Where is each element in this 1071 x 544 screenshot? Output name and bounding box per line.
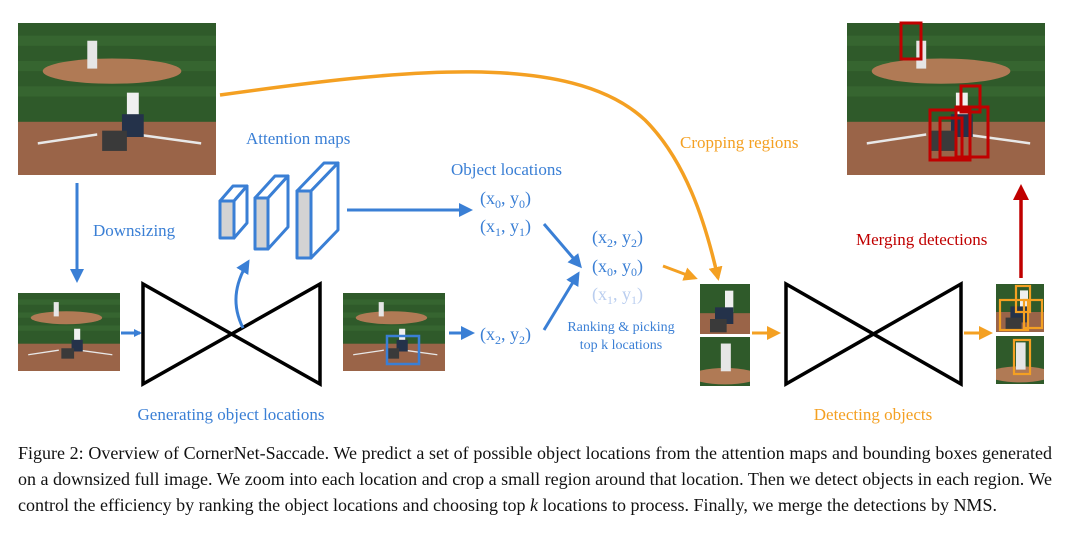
location-2-y: y [510, 324, 519, 344]
detecting-objects-label: Detecting objects [814, 405, 933, 424]
ranked-location-1-y: y [622, 284, 631, 304]
hourglass-network-1 [141, 281, 322, 387]
ranked-location-1-y-sub: 1 [631, 293, 637, 307]
final-boxes [899, 21, 990, 162]
full-image [18, 23, 216, 175]
ranked-location-0-x-sub: 0 [607, 265, 613, 279]
ranked-location-1: (x1, y1) [592, 284, 643, 307]
detection-boxes [998, 284, 1044, 376]
detection-crop-2 [996, 336, 1044, 384]
location-2-y-sub: 2 [519, 333, 525, 347]
ranked-location-0: (x0, y0) [592, 256, 643, 279]
downsized-output-image [343, 293, 445, 371]
location-2-x-sub: 2 [495, 333, 501, 347]
location-2: (x2, y2) [480, 324, 531, 347]
ranked-location-0-y: y [622, 256, 631, 276]
location-0-x: x [486, 188, 495, 208]
generating-locations-label: Generating object locations [138, 405, 325, 424]
ranked-location-0-x: x [598, 256, 607, 276]
caption-part-1: Figure 2: Overview of CornerNet-Saccade.… [18, 443, 1052, 515]
downsizing-label: Downsizing [93, 221, 176, 240]
ranked-location-1-x-sub: 1 [607, 293, 613, 307]
cropping-arrow [219, 70, 723, 281]
ranked-location-2-y-sub: 2 [631, 236, 637, 250]
location-1: (x1, y1) [480, 216, 531, 239]
merging-detections-label: Merging detections [856, 230, 987, 249]
network-to-attention-arrow [234, 259, 250, 329]
location-1-y: y [510, 216, 519, 236]
location-0-y: y [510, 188, 519, 208]
location-0-x-sub: 0 [495, 197, 501, 211]
location-2-x: x [486, 324, 495, 344]
ranked-location-0-y-sub: 0 [631, 265, 637, 279]
final-detection-image [847, 23, 1045, 175]
location-0-y-sub: 0 [519, 197, 525, 211]
ranked-location-1-x: x [598, 284, 607, 304]
ranking-label-line2: top k locations [580, 338, 662, 353]
cropping-regions-label: Cropping regions [680, 133, 799, 152]
predicted-box [385, 334, 421, 366]
detection-crop-1 [996, 284, 1044, 332]
attention-maps-label: Attention maps [246, 129, 350, 148]
location-1-y-sub: 1 [519, 225, 525, 239]
attention-map-large [295, 161, 340, 260]
ranked-location-2-y: y [622, 227, 631, 247]
location-1-x-sub: 1 [495, 225, 501, 239]
location-1-x: x [486, 216, 495, 236]
cropped-region-1 [700, 284, 750, 334]
ranking-label-line1: Ranking & picking [567, 320, 674, 335]
figure-caption: Figure 2: Overview of CornerNet-Saccade.… [18, 440, 1052, 518]
downsized-image [18, 293, 120, 371]
caption-part-2: locations to process. Finally, we merge … [538, 495, 997, 515]
attention-map-small [218, 184, 249, 240]
attention-map-medium [253, 174, 290, 251]
attention-maps [218, 161, 340, 260]
location2-to-ranking-arrow [542, 271, 580, 331]
ranked-location-2-x-sub: 2 [607, 236, 613, 250]
cornernet-saccade-diagram: Downsizing Attention maps Object locatio… [18, 21, 1045, 424]
cropped-region-2 [700, 337, 750, 386]
ranked-to-crops-arrow [662, 264, 698, 281]
object-locations-label: Object locations [451, 160, 562, 179]
locations-to-ranking-arrow [542, 223, 582, 269]
ranked-location-2-x: x [598, 227, 607, 247]
caption-k: k [530, 495, 539, 515]
ranked-location-2: (x2, y2) [592, 227, 643, 250]
hourglass-network-2 [784, 280, 963, 388]
location-0: (x0, y0) [480, 188, 531, 211]
